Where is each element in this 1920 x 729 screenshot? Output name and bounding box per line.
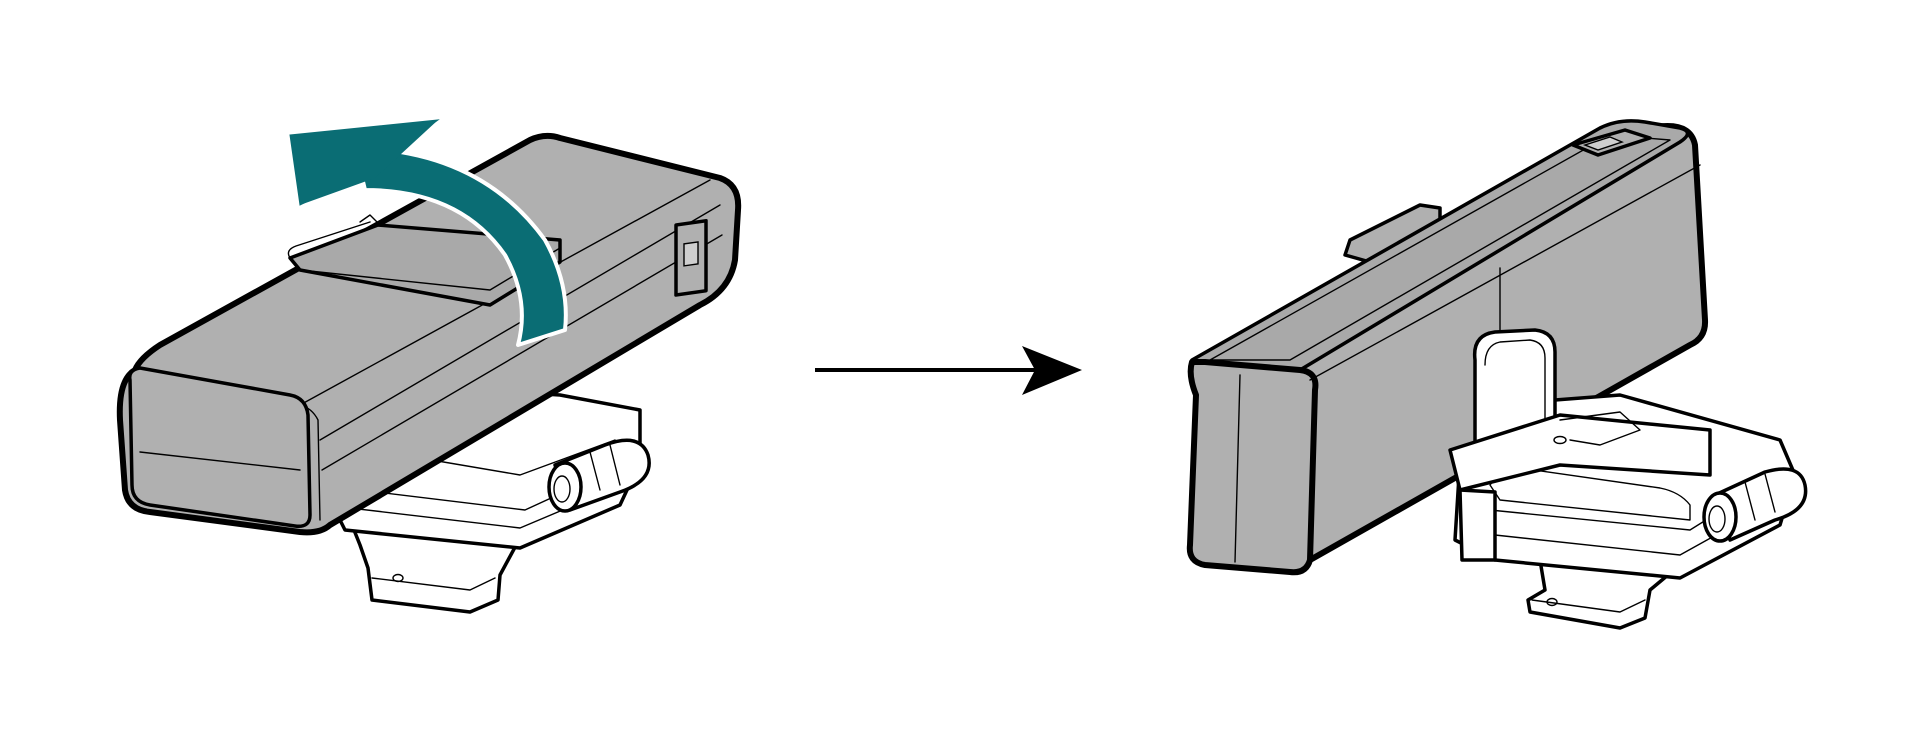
right-arrow-icon	[815, 346, 1082, 395]
mount-bracket-plate-right	[1448, 328, 1808, 580]
device-upright-illustration	[1186, 119, 1808, 630]
mount-bracket-plate	[333, 388, 651, 550]
sensor-device-body	[116, 132, 742, 536]
device-lying-flat-illustration	[116, 119, 742, 614]
sensor-device-body-upright	[1186, 119, 1709, 576]
curved-rotate-arrow-icon	[289, 119, 568, 347]
